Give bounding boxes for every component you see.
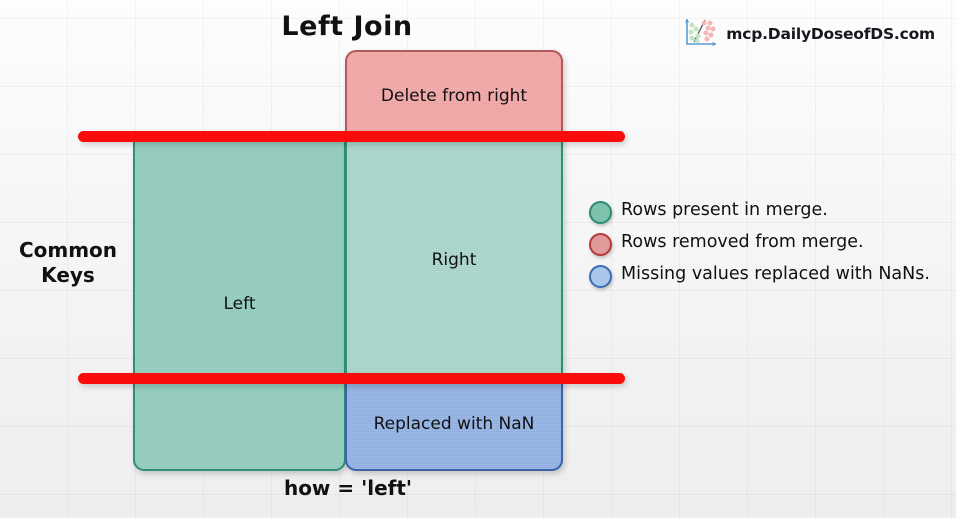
box-replaced-with-nan: Replaced with NaN [345,380,563,471]
legend-item-nan-label: Missing values replaced with NaNs. [621,264,930,284]
box-delete-from-right: Delete from right [345,50,563,141]
strike-line-top [78,131,625,142]
brand-text: mcp.DailyDoseofDS.com [726,25,935,43]
legend-item-nan: Missing values replaced with NaNs. [589,263,949,288]
box-left-label: Left [223,294,256,315]
legend-item-present-label: Rows present in merge. [621,200,828,220]
how-parameter-label: how = 'left' [283,476,413,500]
green-circle-icon [589,201,612,224]
box-left: Left [133,140,346,471]
scatter-plot-icon [683,16,719,52]
box-right-label: Right [431,249,477,270]
red-circle-icon [589,233,612,256]
common-keys-label: Common Keys [18,238,118,287]
box-delete-from-right-label: Delete from right [380,86,528,107]
legend: Rows present in merge. Rows removed from… [589,199,949,295]
brand: mcp.DailyDoseofDS.com [683,16,935,52]
legend-item-removed: Rows removed from merge. [589,231,949,256]
strike-line-bottom [78,373,625,384]
page-title: Left Join [281,11,413,42]
box-right: Right [345,140,563,380]
blue-circle-icon [589,265,612,288]
legend-item-removed-label: Rows removed from merge. [621,232,864,252]
legend-item-present: Rows present in merge. [589,199,949,224]
box-replaced-with-nan-label: Replaced with NaN [373,414,535,435]
